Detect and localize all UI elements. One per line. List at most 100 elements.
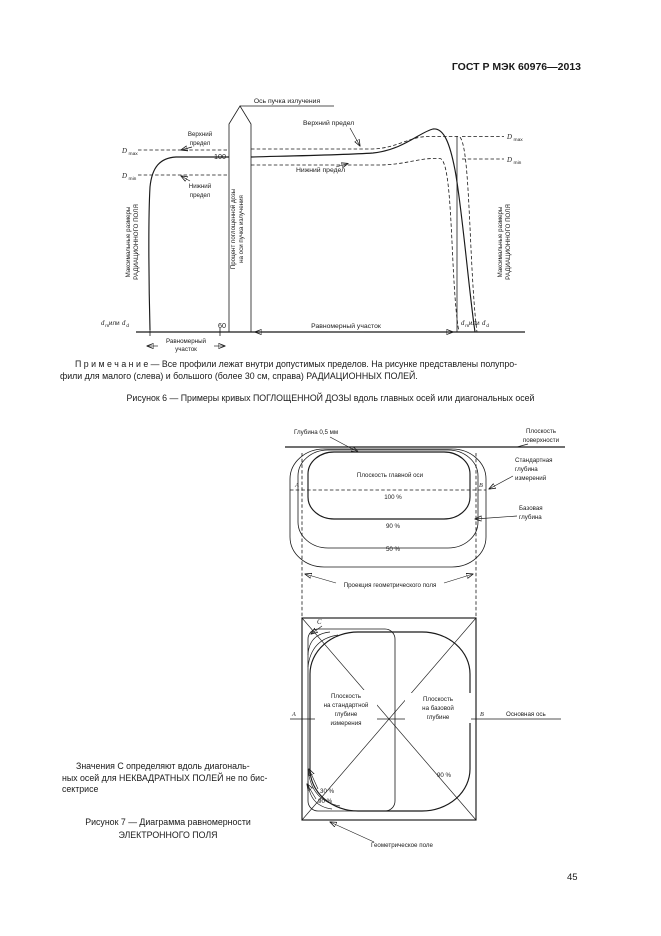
d-subscript: d <box>486 323 489 329</box>
isodose-90-value-bottom: 90 % <box>437 772 452 779</box>
upper-limit-label-left-2: предел <box>190 140 211 147</box>
figure7-caption-line2: ЭЛЕКТРОННОГО ПОЛЯ <box>118 829 218 840</box>
max-field-size-right-1: Максимальные размеры <box>497 206 504 277</box>
surface-plane-leader <box>516 443 529 448</box>
beam-axis-label: Ось пучка излучения <box>254 98 321 105</box>
note-line-1: П р и м е ч а н и е — Все профили лежат … <box>75 359 518 369</box>
d-symbol: d <box>461 320 465 327</box>
projection-leader-right <box>443 574 473 584</box>
dmin-left-symbol: D <box>121 173 127 180</box>
geometric-field-label: Геометрическое поле <box>371 842 433 849</box>
isodose-50-contour <box>289 448 487 568</box>
projection-label: Проекция геометрического поля <box>344 582 437 589</box>
or-word: или <box>469 320 480 327</box>
isodose-30-value: 30 % <box>320 788 335 795</box>
figure7-uniformity-diagram: Плоскость поверхности Глубина 0,5 мм A B… <box>285 428 565 849</box>
depth-05mm-leader <box>329 436 358 452</box>
dmin-left-subscript: min <box>129 176 137 182</box>
isodose-90-value-left: 90 % <box>318 798 333 805</box>
large-field-profile <box>250 128 504 333</box>
lower-limit-label-left-1: Нижний <box>189 183 212 190</box>
small-field-profile <box>138 149 229 331</box>
note-line-2: фили для малого (слева) и большого (боле… <box>60 371 418 381</box>
upper-limit-leader-right <box>349 127 360 146</box>
d-symbol: d <box>482 320 486 327</box>
isodose-50-value: 50 % <box>386 546 401 553</box>
upper-limit-label-right: Верхний предел <box>303 119 354 127</box>
d-symbol: d <box>101 320 105 327</box>
std-plane-text-bg <box>315 690 377 728</box>
dm-dd-label-right: d m или d d <box>461 320 489 329</box>
lower-limit-leader-left <box>181 176 191 181</box>
isodose-90-contour <box>297 449 479 549</box>
std-plane-label-2: на стандартной <box>324 702 369 709</box>
point-c-arrow <box>311 625 323 634</box>
base-depth-label-2: глубина <box>519 514 542 521</box>
max-field-size-left-2: РАДИАЦИОННОГО ПОЛЯ <box>133 204 140 280</box>
lower-limit-label-right: Нижний предел <box>296 166 345 174</box>
figure7-caption: Рисунок 7 — Диаграмма равномерности ЭЛЕК… <box>62 816 274 841</box>
base-depth-leader <box>475 516 518 519</box>
surface-plane-label-1: Плоскость <box>526 428 556 435</box>
m-subscript: m <box>105 324 109 329</box>
lower-limit-leader-right <box>335 164 348 168</box>
std-plane-label-4: измерения <box>330 720 361 727</box>
dmax-right-symbol: D <box>506 134 512 141</box>
figure7-note: Значения С определяют вдоль диагональ- н… <box>62 761 280 796</box>
isodose-30-leader <box>309 769 319 790</box>
dose-60-value: 60 <box>218 321 226 330</box>
main-axis-plane-label: Плоскость главной оси <box>357 472 424 479</box>
projection-leader-left <box>305 574 337 584</box>
point-c-label: C <box>317 619 322 626</box>
isodose-90-value: 90 % <box>386 523 401 530</box>
point-a-bottom: A <box>291 711 296 718</box>
base-depth-label-1: Базовая <box>519 505 543 512</box>
isodose-100-contour <box>307 451 471 520</box>
small-field-curve <box>148 156 229 331</box>
figure7-caption-line1: Рисунок 7 — Диаграмма равномерности <box>85 817 251 827</box>
upper-limit-leader-left <box>181 147 193 150</box>
standard-depth-leader <box>489 475 514 489</box>
depth-isodose-contours <box>289 448 487 568</box>
note-line-3: сектрисе <box>62 784 99 794</box>
axis-column-text-line1: Процент поглощенной дозы <box>230 188 237 269</box>
note-line-1: Значения С определяют вдоль диагональ- <box>76 761 250 771</box>
large-field-curve <box>250 128 476 333</box>
base-plane-label-2: на базовой <box>422 705 454 712</box>
axis-column-text-line2: на оси пучка излучения <box>238 195 245 263</box>
dmin-right-subscript: min <box>514 160 522 166</box>
corner-contour-top-1 <box>307 631 331 656</box>
document-header: ГОСТ Р МЭК 60976—2013 <box>451 61 581 73</box>
figure6-dose-profiles: Ось пучка излучения Процент поглощенной … <box>101 98 525 353</box>
corner-contour-top-2 <box>307 634 339 668</box>
standard-depth-region <box>307 628 396 812</box>
point-b-top: B <box>479 482 483 489</box>
main-axis-label: Основная ось <box>506 711 546 718</box>
dm-dd-label-left: d m или d d <box>101 320 129 329</box>
note-line-2: ных осей для НЕКВАДРАТНЫХ ПОЛЕЙ не по би… <box>62 772 268 783</box>
point-b-bottom: B <box>480 711 484 718</box>
max-field-size-left-1: Максимальные размеры <box>125 206 132 277</box>
uniform-section-center: Равномерный участок <box>311 322 381 330</box>
dmax-left-subscript: max <box>129 152 139 157</box>
std-plane-label-1: Плоскость <box>331 693 361 700</box>
dmax-left-symbol: D <box>121 148 127 155</box>
standard-depth-label-1: Стандартная <box>515 457 553 464</box>
max-field-size-right-2: РАДИАЦИОННОГО ПОЛЯ <box>505 204 512 280</box>
m-subscript: m <box>465 324 469 329</box>
base-plane-label-3: глубине <box>427 714 450 721</box>
figure6-note: П р и м е ч а н и е — Все профили лежат … <box>60 358 612 382</box>
uniform-section-left-2: участок <box>175 346 197 353</box>
isodose-90-leader <box>307 784 317 800</box>
point-a-top: A <box>294 482 299 489</box>
dmin-right-symbol: D <box>506 157 512 164</box>
figure6-caption: Рисунок 6 — Примеры кривых ПОГЛОЩЕННОЙ Д… <box>126 393 535 403</box>
d-symbol: d <box>122 320 126 327</box>
beam-axis-column <box>228 105 252 332</box>
isodose-100-value: 100 % <box>384 494 402 501</box>
upper-limit-label-left-1: Верхний <box>188 131 213 138</box>
page-number: 45 <box>567 872 578 883</box>
standard-depth-label-3: измерений <box>515 475 547 482</box>
uniform-section-left-1: Равномерный <box>166 338 207 345</box>
